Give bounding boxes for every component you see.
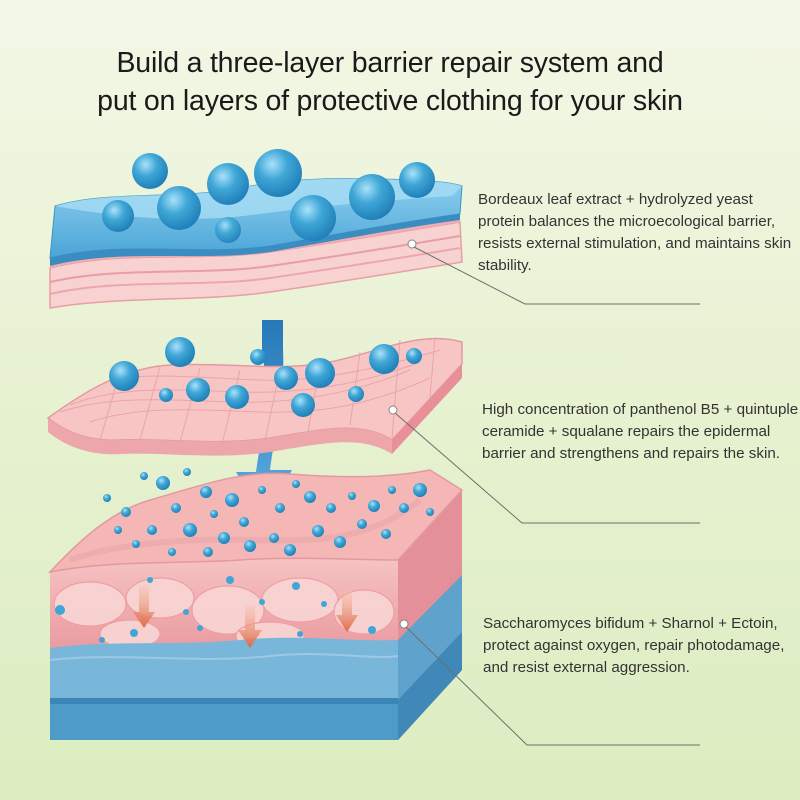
- page-title: Build a three-layer barrier repair syste…: [0, 44, 780, 120]
- leader-lines: [388, 239, 700, 746]
- bottom-layer-description: Saccharomyces bifidum + Sharnol + Ectoin…: [483, 615, 785, 676]
- title-line-1: Build a three-layer barrier repair syste…: [116, 47, 664, 79]
- middle-layer-graphic: [46, 337, 463, 456]
- title-line-2: put on layers of protective clothing for…: [97, 85, 683, 117]
- middle-layer-description: High concentration of panthenol B5 + qui…: [482, 401, 799, 462]
- bottom-layer-graphic: [47, 468, 464, 740]
- top-layer-graphic: [49, 149, 463, 309]
- top-layer-description: Bordeaux leaf extract + hydrolyzed yeast…: [478, 191, 792, 274]
- orange-arrows: [133, 585, 358, 648]
